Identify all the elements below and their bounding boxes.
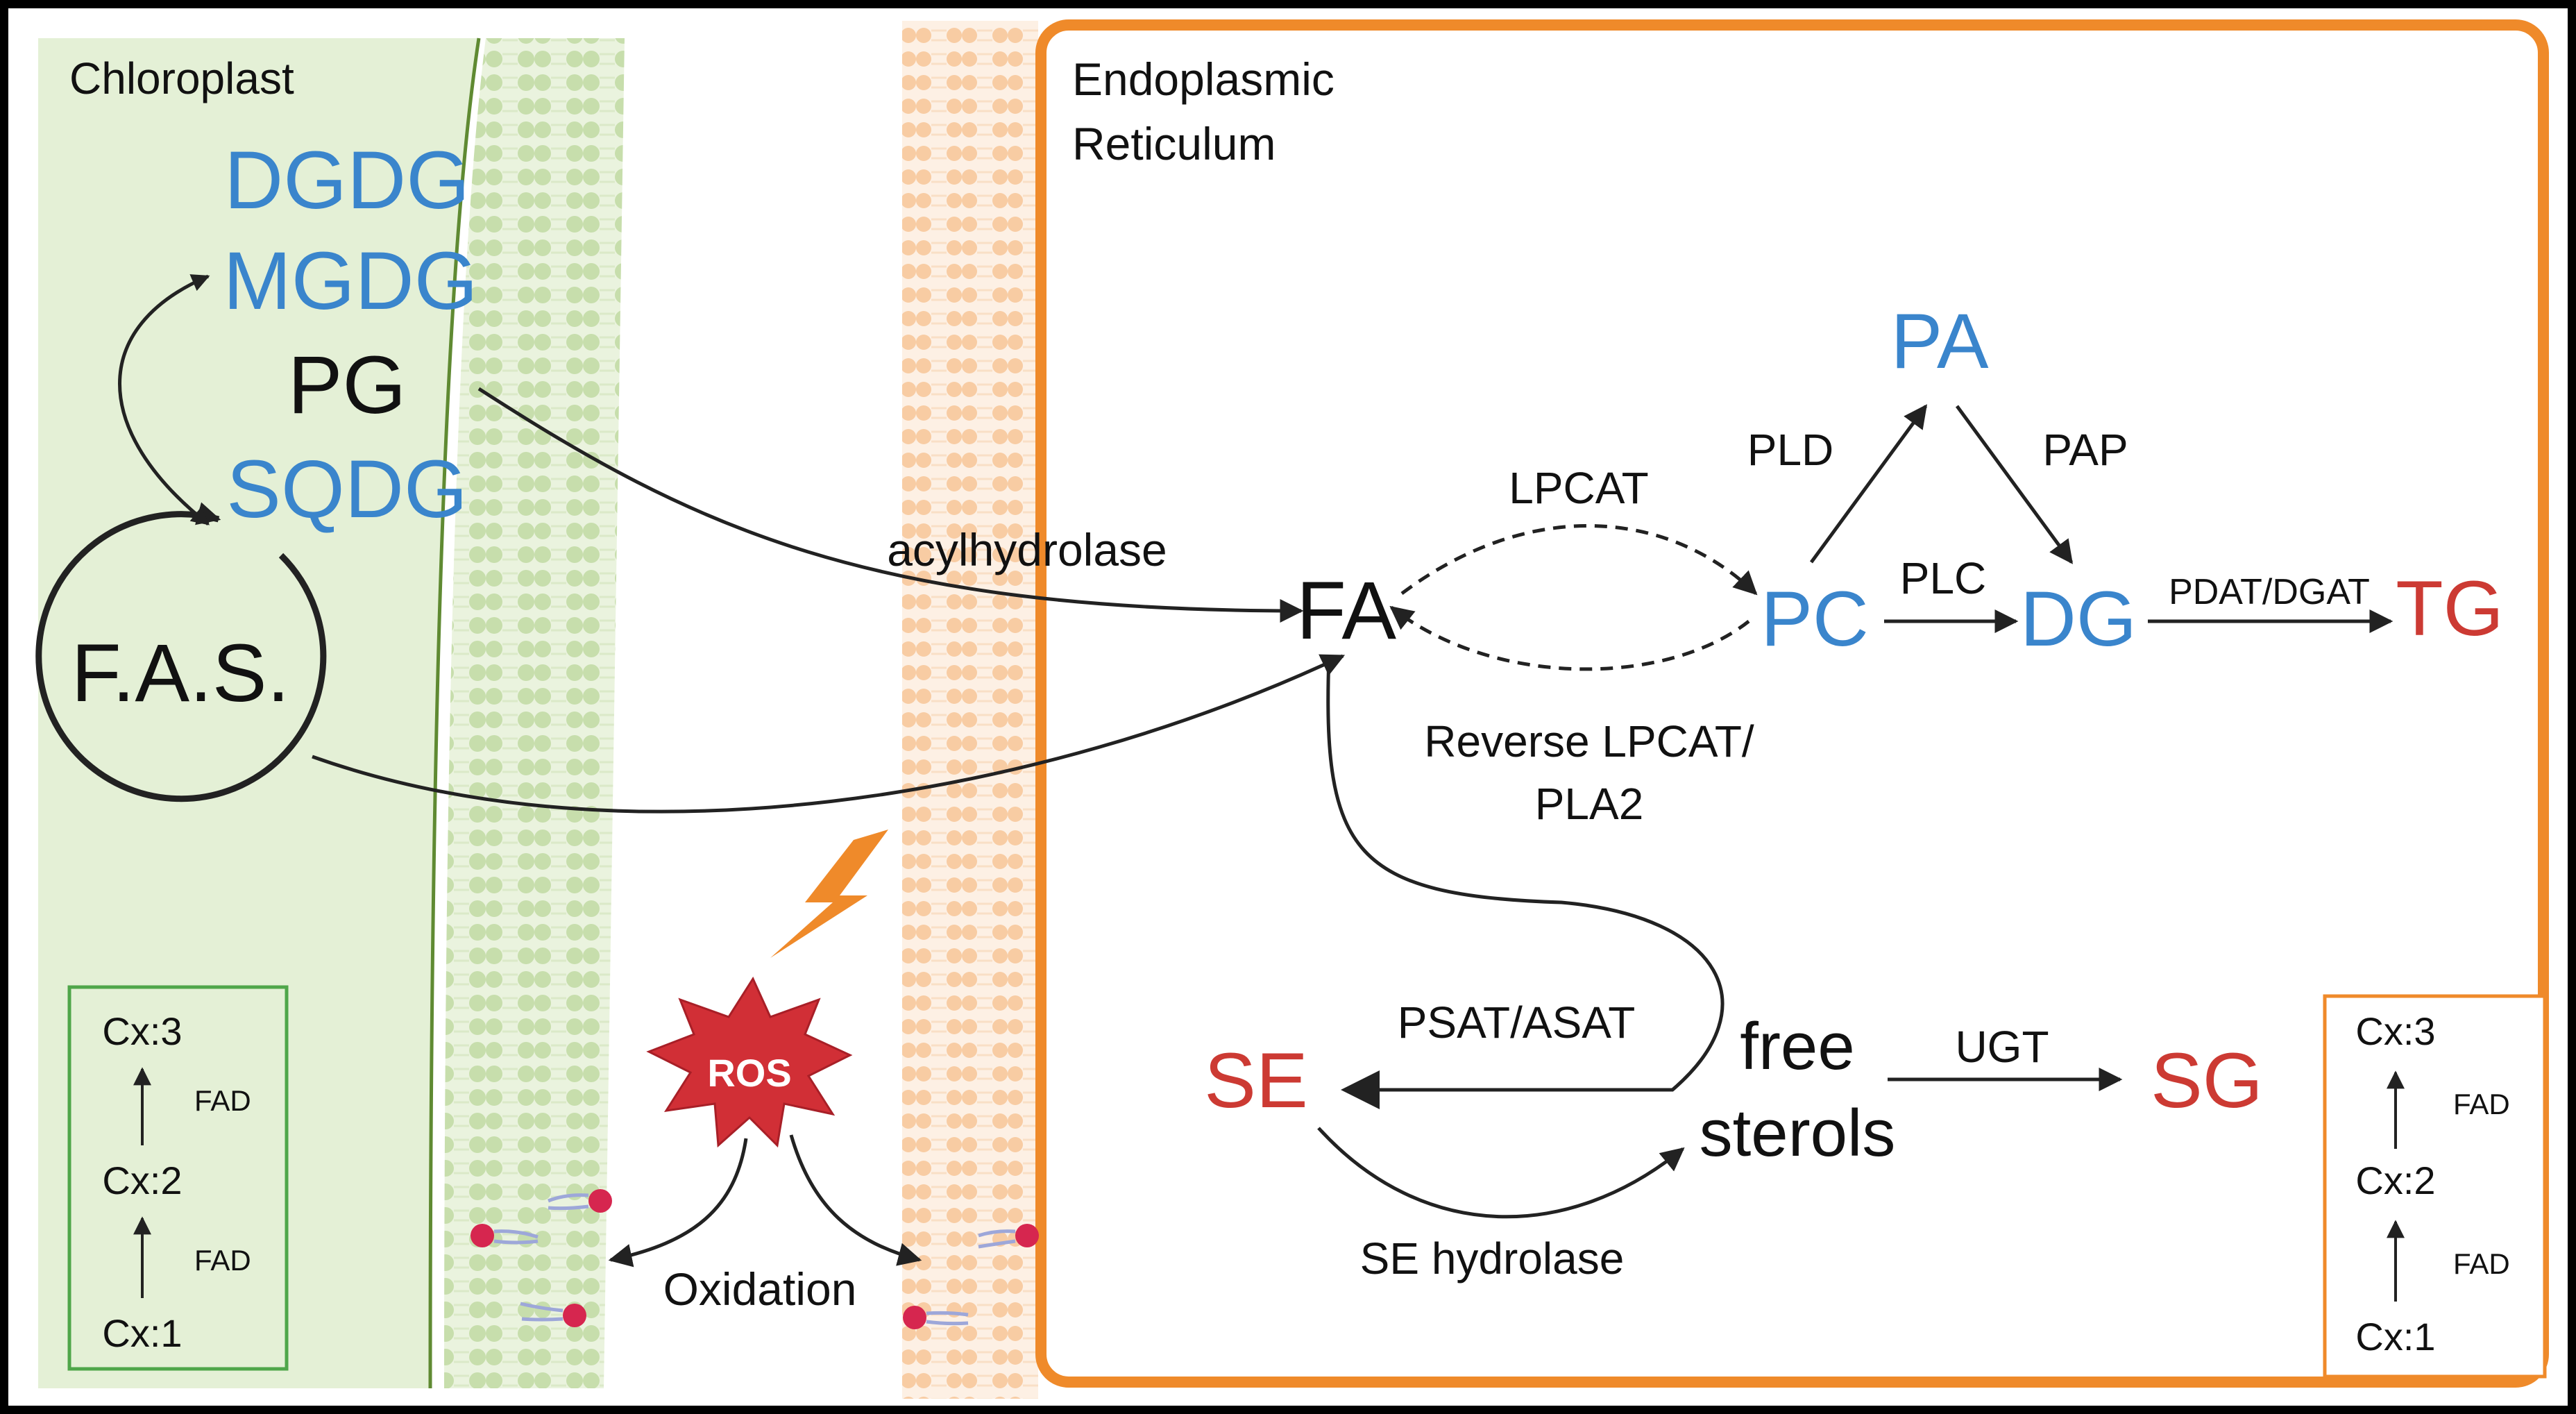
oxidized-lipid-5 xyxy=(903,1306,969,1329)
pap-arrow xyxy=(1955,405,2074,564)
fad-right-cx3: Cx:3 xyxy=(2355,1009,2435,1053)
acylhydrolase-label: acylhydrolase xyxy=(887,524,1167,575)
sqdg-label: SQDG xyxy=(226,444,468,535)
oxidation-arrow-right xyxy=(789,1134,922,1266)
chloroplast-envelope-edge xyxy=(428,37,481,1389)
er-label-line1: Endoplasmic xyxy=(1072,53,1334,105)
er-label-line2: Reticulum xyxy=(1072,118,1276,169)
fas-label: F.A.S. xyxy=(71,628,290,719)
oxidized-lipid-4 xyxy=(978,1224,1039,1249)
pap-label: PAP xyxy=(2042,425,2128,475)
galactolipid-conversion-arrow xyxy=(118,274,210,525)
chloroplast-membrane xyxy=(444,38,625,1388)
fad-left-cx2: Cx:2 xyxy=(102,1159,182,1202)
mgdg-label: MGDG xyxy=(223,235,477,327)
pa-label: PA xyxy=(1890,298,1988,385)
acylhydrolase-arrow xyxy=(477,387,1304,623)
fad-left-enzyme-lower: FAD xyxy=(194,1244,251,1277)
pdat-dgat-label: PDAT/DGAT xyxy=(2169,572,2370,612)
fad-left-cx3: Cx:3 xyxy=(102,1009,182,1053)
fad-right-enzyme-lower: FAD xyxy=(2453,1247,2510,1280)
reverse-lpcat-label-line1: Reverse LPCAT/ xyxy=(1424,716,1754,766)
tg-label: TG xyxy=(2396,565,2504,652)
se-label: SE xyxy=(1204,1037,1307,1124)
er-border xyxy=(1035,19,2549,1388)
plc-label: PLC xyxy=(1900,553,1987,603)
pg-label: PG xyxy=(288,339,407,431)
lpcat-label: LPCAT xyxy=(1509,463,1649,513)
pld-arrow xyxy=(1809,404,1928,564)
reverse-lpcat-label-line2: PLA2 xyxy=(1535,779,1644,829)
er-membrane xyxy=(902,21,1038,1399)
se-hydrolase-label: SE hydrolase xyxy=(1360,1234,1625,1283)
free-sterols-label-line1: free xyxy=(1740,1009,1854,1084)
fad-right-cx2: Cx:2 xyxy=(2355,1159,2435,1202)
psat-asat-label: PSAT/ASAT xyxy=(1398,998,1636,1047)
fad-right-cx1: Cx:1 xyxy=(2355,1315,2435,1358)
oxidation-label: Oxidation xyxy=(663,1263,857,1315)
fas-to-fa-arrow xyxy=(312,654,1346,814)
oxidized-lipid-1 xyxy=(548,1189,612,1213)
chloroplast-label: Chloroplast xyxy=(69,53,294,103)
free-sterols-label-line2: sterols xyxy=(1700,1096,1896,1170)
oxidized-lipid-2 xyxy=(471,1224,539,1247)
lpcat-arrow xyxy=(1400,524,1758,596)
oxidized-lipid-3 xyxy=(520,1302,586,1327)
reverse-lpcat-arrow xyxy=(1389,605,1750,671)
ros-burst-icon xyxy=(646,976,853,1148)
fad-left-cx1: Cx:1 xyxy=(102,1311,182,1355)
chloroplast-region xyxy=(38,38,479,1388)
pc-label: PC xyxy=(1761,575,1869,662)
fad-left-enzyme-upper: FAD xyxy=(194,1084,251,1117)
pld-label: PLD xyxy=(1747,425,1834,475)
dg-label: DG xyxy=(2020,575,2137,662)
fad-box-er xyxy=(2323,994,2547,1379)
ros-label: ROS xyxy=(707,1051,791,1095)
ugt-label: UGT xyxy=(1955,1022,2049,1072)
fa-label: FA xyxy=(1296,565,1397,657)
se-hydrolase-arrow xyxy=(1317,1127,1685,1219)
fas-cycle-arrow xyxy=(35,502,327,802)
sg-label: SG xyxy=(2151,1037,2263,1124)
fad-box-chloroplast xyxy=(67,985,289,1371)
fad-right-enzyme-upper: FAD xyxy=(2453,1088,2510,1120)
lightning-icon xyxy=(770,830,888,958)
dgdg-label: DGDG xyxy=(224,135,470,226)
oxidation-arrow-left xyxy=(608,1138,748,1268)
psat-asat-arrow xyxy=(1326,655,1725,1109)
